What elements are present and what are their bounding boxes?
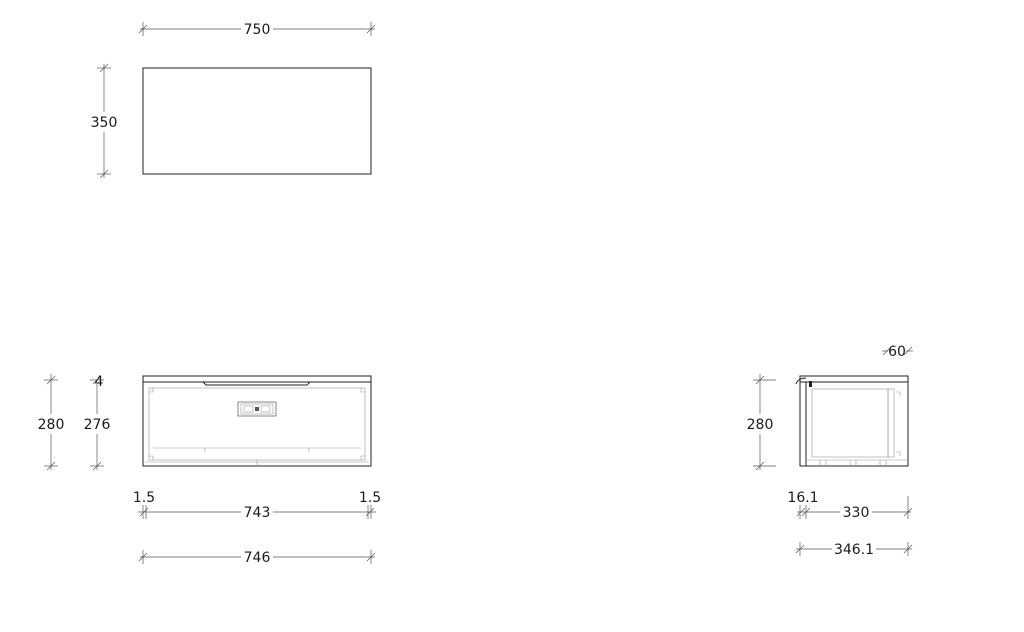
side-depth-346-label: 346.1 xyxy=(834,542,874,558)
top-depth-label: 350 xyxy=(91,115,118,131)
side-handle xyxy=(795,377,807,385)
side-height-dimension: 280 xyxy=(747,374,776,471)
side-front-thickness-label: 16.1 xyxy=(787,490,818,506)
side-depth-346-dimension: 346.1 xyxy=(795,542,913,558)
top-width-label: 750 xyxy=(244,22,271,38)
front-width-746-label: 746 xyxy=(244,550,271,566)
front-gap-right-label: 1.5 xyxy=(359,490,381,506)
front-width-743-label: 743 xyxy=(244,505,271,521)
side-view: 60 280 16.1 330 xyxy=(747,344,913,558)
side-depth-330-label: 330 xyxy=(843,505,870,521)
side-overhang-dimension: 60 xyxy=(882,344,913,360)
front-handle xyxy=(202,381,311,386)
front-inner-outline xyxy=(148,387,366,461)
front-socket-box xyxy=(237,401,277,417)
side-height-label: 280 xyxy=(747,417,774,433)
front-gap-left-label: 1.5 xyxy=(133,490,155,506)
top-width-dimension: 750 xyxy=(138,22,376,38)
side-inner-box xyxy=(811,388,889,458)
front-height-280-label: 280 xyxy=(38,417,65,433)
front-top-offset-dimension: 4 xyxy=(90,374,104,390)
front-height-276-dimension: 276 xyxy=(84,384,111,471)
side-top-slab xyxy=(799,375,909,383)
side-depth-330-dimension: 330 xyxy=(796,496,913,521)
top-depth-dimension: 350 xyxy=(91,63,118,179)
front-height-276-label: 276 xyxy=(84,417,111,433)
top-view-outline xyxy=(142,67,372,175)
front-height-280-dimension: 280 xyxy=(38,374,65,471)
side-overhang-label: 60 xyxy=(888,344,906,360)
side-body xyxy=(805,381,909,467)
side-front-panel xyxy=(799,381,807,467)
front-view: 280 276 4 1.5 1.5 743 xyxy=(38,374,381,566)
front-width-746-dimension: 746 xyxy=(138,550,376,566)
front-top-slab xyxy=(142,375,372,383)
front-drawer-body xyxy=(142,381,372,467)
top-view: 750 350 xyxy=(91,22,376,179)
front-top-offset-label: 4 xyxy=(95,374,104,390)
front-width-743-dimension: 743 xyxy=(138,505,376,521)
